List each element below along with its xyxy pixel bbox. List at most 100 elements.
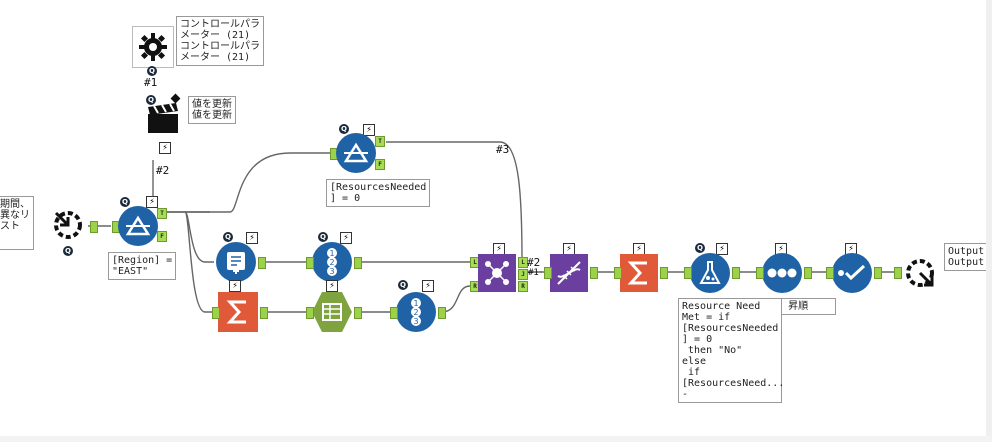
- annotation-control-parameter: コントロールパラ メーター (21) コントロールパラ メーター (21): [176, 16, 264, 66]
- sort-tool[interactable]: [762, 253, 802, 293]
- annotation-filter-resources: [ResourcesNeeded ] = 0: [326, 179, 430, 207]
- table-icon: [322, 303, 342, 321]
- output-anchor[interactable]: [90, 221, 98, 233]
- input-anchor[interactable]: [306, 257, 314, 269]
- annotation-output: Output Output: [944, 243, 989, 271]
- output-anchor[interactable]: [438, 307, 446, 319]
- union-tool[interactable]: [550, 254, 588, 292]
- input-anchor[interactable]: [544, 267, 552, 279]
- macro-input-icon: [54, 211, 82, 239]
- bolt-icon: ⚡: [775, 243, 787, 255]
- output-anchor[interactable]: [660, 267, 668, 279]
- join-output-anchor[interactable]: J: [518, 269, 528, 280]
- dna-icon: [557, 261, 581, 285]
- svg-text:2: 2: [413, 308, 418, 317]
- false-anchor[interactable]: F: [375, 159, 385, 170]
- horizontal-scrollbar[interactable]: [0, 436, 992, 442]
- quick-badge: Q: [223, 232, 233, 242]
- svg-text:2: 2: [329, 258, 334, 267]
- macro-output-tool[interactable]: [900, 253, 940, 293]
- bolt-icon: ⚡: [340, 232, 352, 244]
- numbered-circles-icon: 123: [411, 298, 421, 326]
- input-anchor[interactable]: [756, 267, 764, 279]
- output-anchor[interactable]: [874, 267, 882, 279]
- quick-badge: Q: [146, 95, 156, 105]
- output-anchor[interactable]: [258, 257, 266, 269]
- check-icon: [838, 264, 866, 281]
- quick-badge: Q: [695, 243, 705, 253]
- input-anchor[interactable]: [684, 267, 692, 279]
- annotation-formula: Resource Need Met = if [ResourcesNeeded …: [678, 298, 784, 403]
- true-anchor[interactable]: T: [157, 208, 167, 219]
- bolt-icon: ⚡: [146, 196, 158, 208]
- filter-tool-region[interactable]: [118, 206, 158, 246]
- annotation-update-value: 値を更新 値を更新: [188, 96, 236, 124]
- clapperboard-icon: [148, 103, 178, 133]
- filter-icon: [343, 142, 369, 163]
- macro-output-icon: [906, 259, 934, 287]
- input-anchor[interactable]: [306, 307, 314, 319]
- flask-icon: [699, 261, 721, 284]
- connection-label-1b: #1: [528, 268, 539, 278]
- left-output-anchor[interactable]: L: [518, 257, 528, 268]
- output-anchor[interactable]: [732, 267, 740, 279]
- connection-label-2: #2: [156, 164, 170, 177]
- input-anchor[interactable]: [614, 267, 622, 279]
- gear-icon: [139, 33, 167, 61]
- input-anchor[interactable]: [212, 307, 220, 319]
- quick-badge: Q: [318, 232, 328, 242]
- record-id-tool[interactable]: [216, 242, 256, 282]
- vertical-scrollbar[interactable]: [986, 0, 992, 442]
- bolt-icon: ⚡: [326, 280, 338, 292]
- quick-badge: Q: [120, 197, 130, 207]
- false-anchor[interactable]: F: [157, 231, 167, 242]
- select-tool[interactable]: [832, 253, 872, 293]
- filter-tool-resources[interactable]: [336, 133, 376, 173]
- quick-badge: Q: [63, 246, 73, 256]
- right-output-anchor[interactable]: R: [518, 281, 528, 292]
- summarize-tool-1[interactable]: [218, 292, 258, 332]
- output-anchor[interactable]: [260, 307, 268, 319]
- action-tool[interactable]: [146, 100, 180, 136]
- output-anchor[interactable]: [354, 257, 362, 269]
- annotation-left-partial: 期間、 異なリ スト: [0, 196, 34, 250]
- input-anchor[interactable]: [894, 267, 902, 279]
- formula-tool[interactable]: [690, 253, 730, 293]
- summarize-tool-2[interactable]: [620, 254, 658, 292]
- sigma-icon: [226, 300, 246, 324]
- svg-text:1: 1: [329, 249, 334, 258]
- connection-label-1: #1: [144, 76, 158, 89]
- input-anchor[interactable]: [826, 267, 834, 279]
- quick-badge: Q: [398, 280, 408, 290]
- output-anchor[interactable]: [354, 307, 362, 319]
- true-anchor[interactable]: T: [375, 136, 385, 147]
- join-tool[interactable]: [478, 254, 516, 292]
- bolt-icon: ⚡: [159, 142, 171, 154]
- numbered-circles-icon: 123: [327, 248, 337, 276]
- list-add-icon: [227, 252, 245, 274]
- bolt-icon: ⚡: [422, 280, 434, 292]
- macro-input-tool[interactable]: [48, 205, 88, 245]
- input-anchor[interactable]: [390, 307, 398, 319]
- svg-text:3: 3: [413, 317, 418, 326]
- join-icon: [485, 261, 509, 285]
- control-parameter-tool[interactable]: [132, 26, 174, 68]
- filter-icon: [125, 215, 151, 236]
- dots-icon: [767, 268, 797, 278]
- sigma-icon: [627, 261, 647, 285]
- quick-badge: Q: [339, 124, 349, 134]
- connection-label-2b: #2: [527, 256, 541, 269]
- bolt-icon: ⚡: [246, 232, 258, 244]
- bolt-icon: ⚡: [716, 243, 728, 255]
- output-anchor[interactable]: [804, 267, 812, 279]
- output-anchor[interactable]: [590, 267, 598, 279]
- connection-label-3: #3: [496, 143, 510, 156]
- svg-text:1: 1: [413, 299, 418, 308]
- bolt-icon: ⚡: [229, 280, 241, 292]
- quick-badge: Q: [147, 66, 157, 76]
- bolt-icon: ⚡: [363, 124, 375, 136]
- annotation-filter-region: [Region] = "EAST": [108, 252, 177, 280]
